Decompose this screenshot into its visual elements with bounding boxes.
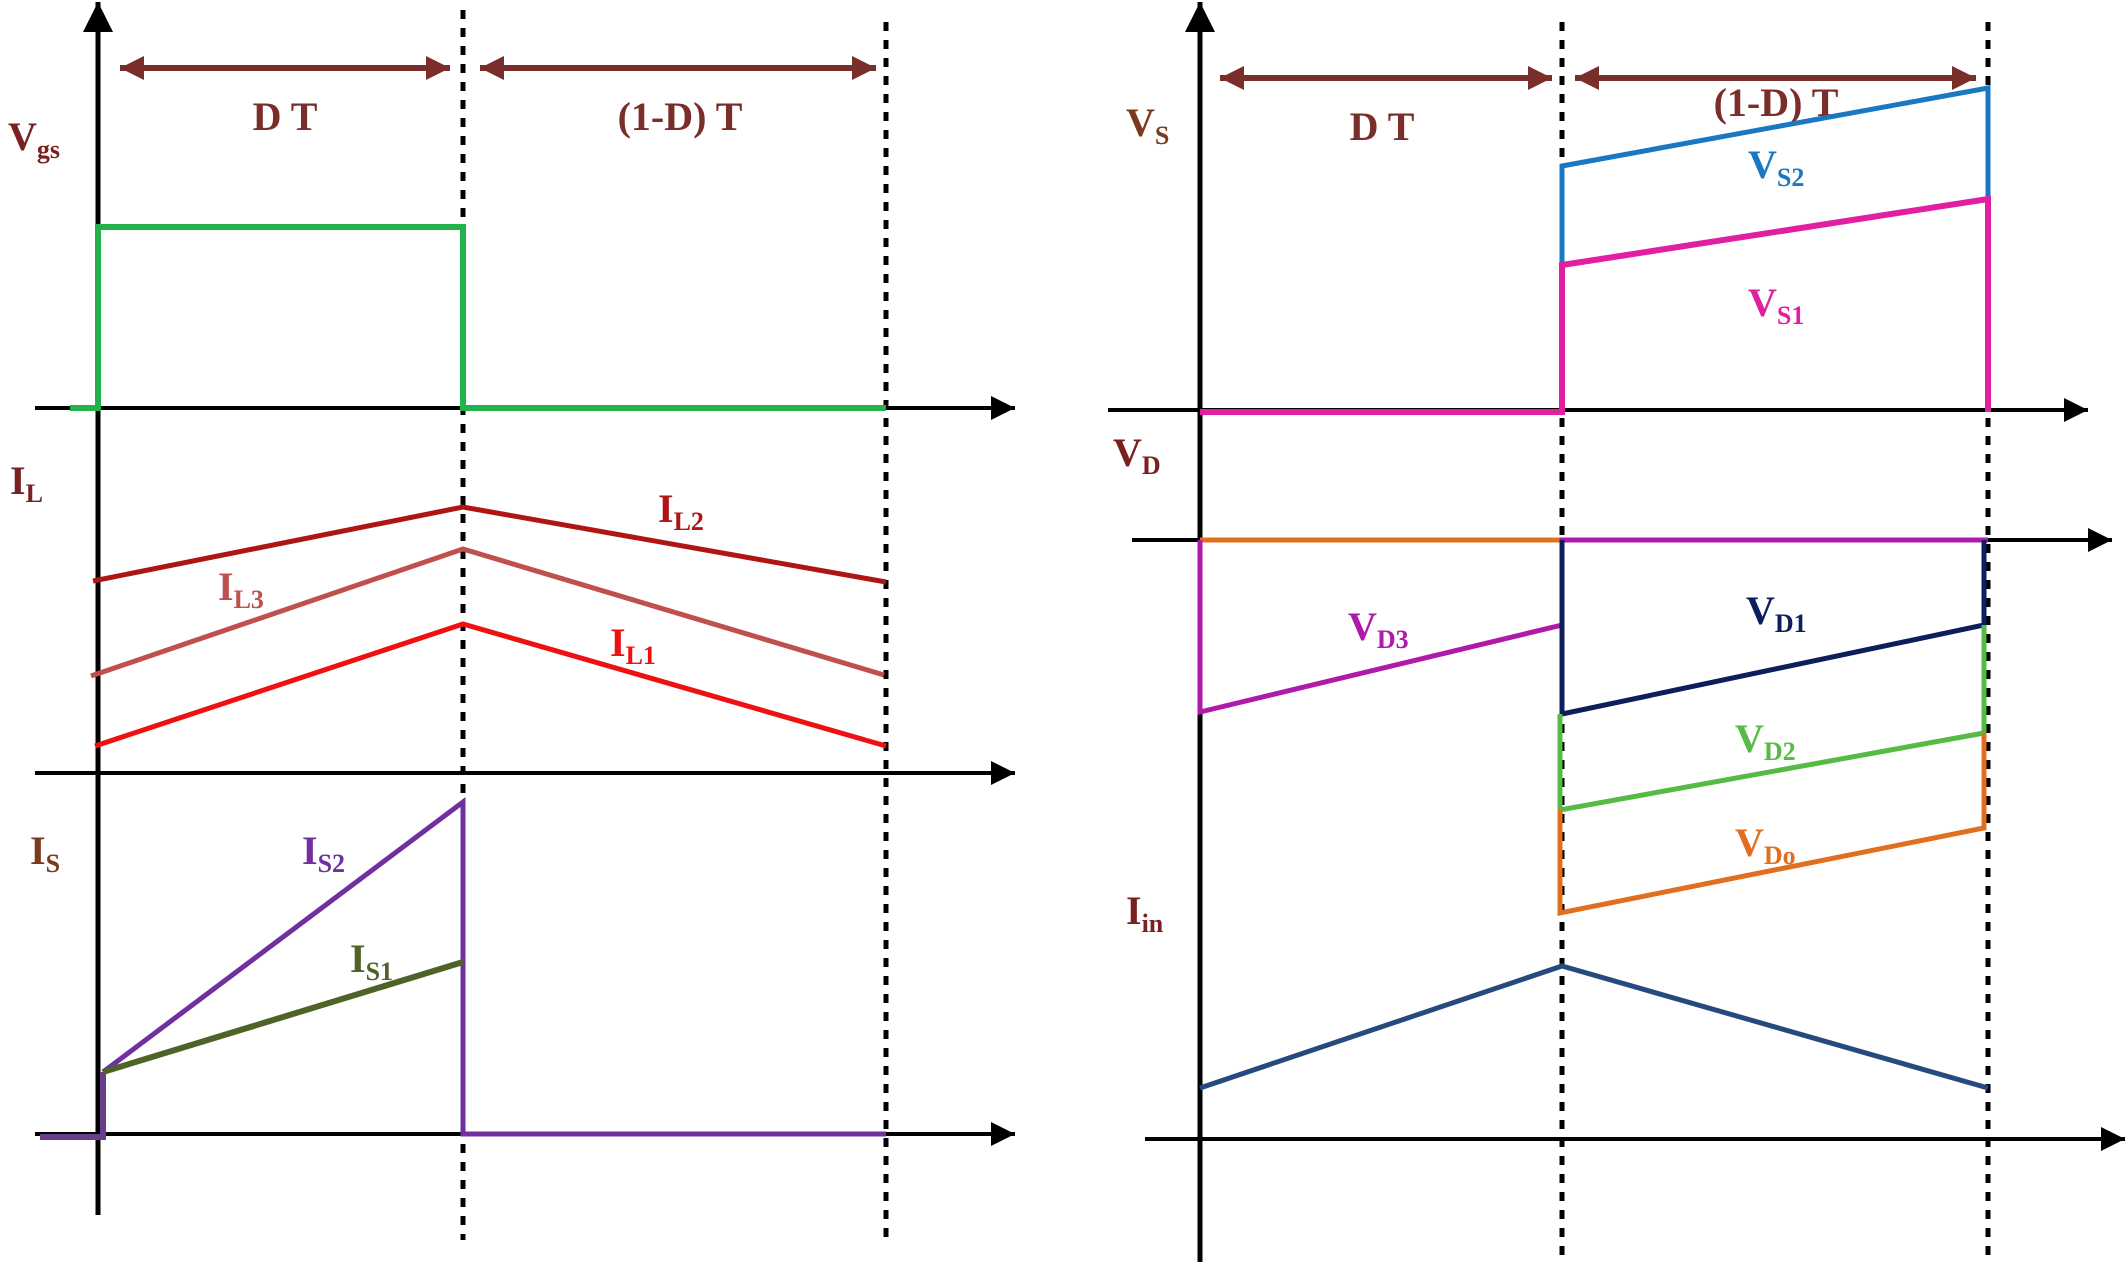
- vgs-waveform: [70, 224, 886, 411]
- vdo-label: VDo: [1735, 820, 1796, 870]
- is1-label: IS1: [350, 936, 393, 986]
- iin-waveform: [1199, 963, 1989, 1091]
- vgs-label: Vgs: [8, 114, 60, 164]
- vd1-waveform: [1559, 540, 1987, 718]
- vs2-label: VS2: [1748, 142, 1804, 192]
- il3-waveform: [90, 546, 885, 679]
- il3-label: IL3: [218, 564, 264, 614]
- vs2-waveform: [1559, 85, 1991, 265]
- il1-label: IL1: [610, 620, 656, 670]
- il-label: IL: [10, 458, 43, 508]
- is2-label: IS2: [302, 828, 345, 878]
- is-label: IS: [30, 828, 60, 878]
- il2-label: IL2: [658, 486, 704, 536]
- is-baseline-waveform: [40, 1072, 106, 1140]
- vs1-waveform: [1200, 195, 1991, 415]
- dt-label-right: D T: [1350, 104, 1415, 149]
- is1-waveform: [102, 959, 464, 1075]
- vd2-waveform: [1557, 625, 1987, 813]
- vd3-label: VD3: [1348, 604, 1409, 654]
- il2-waveform: [92, 504, 887, 585]
- vs-label: VS: [1126, 100, 1169, 150]
- is2-waveform: [101, 797, 886, 1137]
- right-panel: D T (1-D) T VS VS2 VS1 VD VD3 VD1: [1108, 2, 2125, 1262]
- vd3-waveform: [1197, 537, 1988, 716]
- dt-label-left: D T: [253, 94, 318, 139]
- offtime-label-left: (1-D) T: [618, 94, 743, 139]
- vd2-label: VD2: [1735, 716, 1796, 766]
- vd1-label: VD1: [1746, 588, 1807, 638]
- vs1-label: VS1: [1748, 280, 1804, 330]
- vdo-waveform: [1557, 733, 1987, 917]
- vd-label: VD: [1113, 430, 1161, 480]
- iin-label: Iin: [1126, 888, 1164, 938]
- left-panel: D T (1-D) T Vgs IL IL2 IL3 IL1 IS: [8, 2, 1015, 1240]
- il1-waveform: [94, 621, 887, 749]
